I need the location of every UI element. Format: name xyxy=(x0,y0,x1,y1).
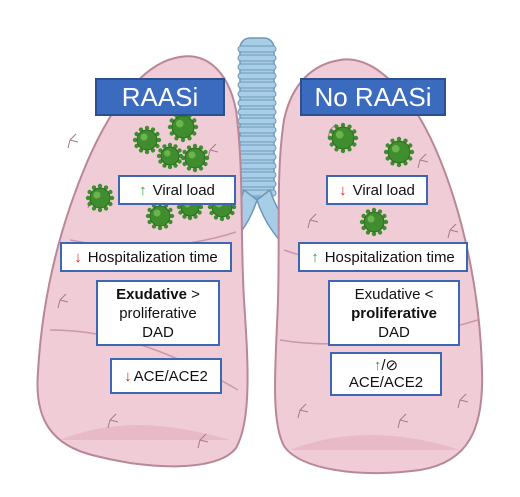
vessel-mark xyxy=(447,223,459,239)
trachea-ring xyxy=(237,171,277,179)
virus-icon xyxy=(132,125,162,155)
up-arrow-icon: ↑ xyxy=(139,181,147,199)
viral-load-label: Viral load xyxy=(352,181,415,199)
down-arrow-icon: ↓ xyxy=(124,367,132,385)
proliferative-label: proliferative xyxy=(351,304,437,322)
right-ace-box: ↑ / ⊘ ACE/ACE2 xyxy=(330,352,442,396)
left-hospitalization-box: ↓ Hospitalization time xyxy=(60,242,232,272)
right-dad-box: Exudative < proliferative DAD xyxy=(328,280,460,346)
vessel-mark xyxy=(197,433,209,449)
exudative-label: Exudative < xyxy=(354,285,434,303)
trachea-ring xyxy=(237,54,277,62)
greater-than-symbol: > xyxy=(186,285,200,303)
virus-icon xyxy=(85,183,115,213)
vessel-mark xyxy=(457,393,469,409)
right-hospitalization-box: ↑ Hospitalization time xyxy=(298,242,468,272)
proliferative-label: proliferative xyxy=(119,304,197,322)
vessel-mark xyxy=(417,153,429,169)
virus-icon xyxy=(180,143,210,173)
trachea-ring xyxy=(237,99,277,107)
trachea-rings xyxy=(237,45,277,197)
trachea-ring xyxy=(237,63,277,71)
vessel-mark xyxy=(297,403,309,419)
right-viral-load-box: ↓ Viral load xyxy=(326,175,428,205)
raasi-title: RAASi xyxy=(95,78,225,116)
virus-icon xyxy=(156,142,184,170)
viral-load-label: Viral load xyxy=(152,181,215,199)
virus-icon xyxy=(359,207,389,237)
ace-label: ACE/ACE2 xyxy=(133,367,208,385)
vessel-mark xyxy=(57,293,69,309)
trachea-ring xyxy=(237,90,277,98)
trachea-ring xyxy=(237,180,277,188)
down-arrow-icon: ↓ xyxy=(74,248,82,266)
hospitalization-label: Hospitalization time xyxy=(324,248,455,266)
up-arrow-icon: ↑ xyxy=(373,357,382,374)
left-ace-box: ↓ ACE/ACE2 xyxy=(110,358,222,394)
separator: / xyxy=(381,357,386,374)
ace-label: ACE/ACE2 xyxy=(348,374,424,391)
vessel-mark xyxy=(397,413,409,429)
vessel-mark xyxy=(67,133,79,149)
trachea-ring xyxy=(237,81,277,89)
exudative-label: Exudative xyxy=(116,285,187,303)
hospitalization-label: Hospitalization time xyxy=(87,248,218,266)
trachea-ring xyxy=(237,162,277,170)
virus-icon xyxy=(327,122,359,154)
down-arrow-icon: ↓ xyxy=(339,181,347,199)
no-raasi-title: No RAASi xyxy=(300,78,446,116)
virus-icon xyxy=(145,201,175,231)
no-change-icon: ⊘ xyxy=(385,357,399,374)
trachea-ring xyxy=(237,72,277,80)
dad-label: DAD xyxy=(378,323,410,341)
trachea-ring xyxy=(237,108,277,116)
trachea-ring xyxy=(237,117,277,125)
vessel-mark xyxy=(307,213,319,229)
virus-icon xyxy=(167,111,199,143)
trachea-ring xyxy=(237,45,277,53)
trachea-ring xyxy=(237,153,277,161)
virus-icon xyxy=(383,136,415,168)
trachea-ring xyxy=(237,135,277,143)
vessel-mark xyxy=(107,413,119,429)
up-arrow-icon: ↑ xyxy=(311,248,319,266)
trachea-ring xyxy=(237,126,277,134)
left-viral-load-box: ↑ Viral load xyxy=(118,175,236,205)
dad-label: DAD xyxy=(142,323,174,341)
trachea-ring xyxy=(237,144,277,152)
left-dad-box: Exudative > proliferative DAD xyxy=(96,280,220,346)
